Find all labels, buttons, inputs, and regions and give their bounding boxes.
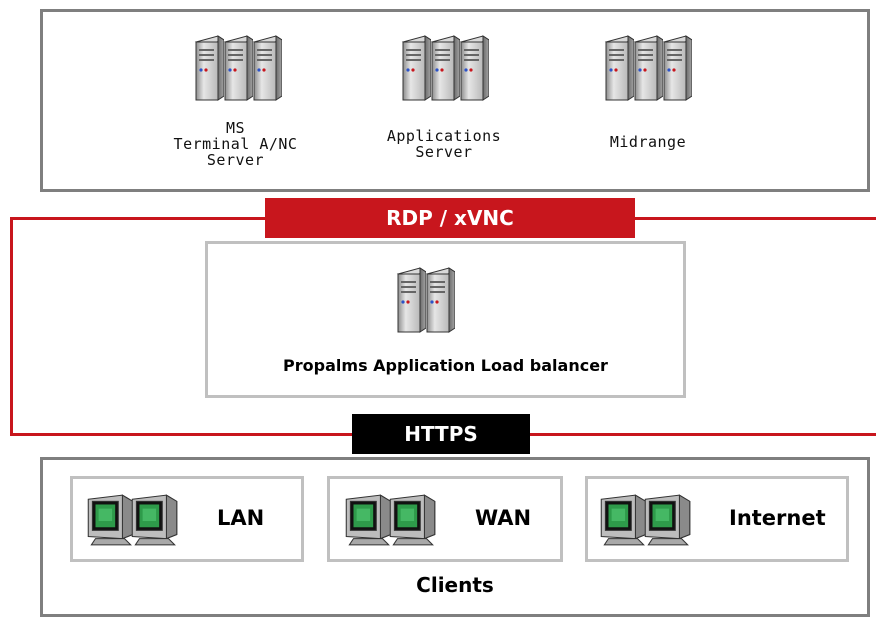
internet-client-box: Internet bbox=[585, 476, 849, 562]
load-balancer-label: Propalms Application Load balancer bbox=[283, 356, 608, 375]
applications-server-icon bbox=[397, 25, 489, 115]
applications-server-label: Applications Server bbox=[386, 127, 502, 161]
ms-terminal-server-label: MS Terminal A/NC Server bbox=[173, 119, 298, 169]
wan-label: WAN bbox=[475, 506, 532, 530]
clients-panel: LAN WAN Internet Clients bbox=[40, 457, 870, 617]
lan-client-box: LAN bbox=[70, 476, 304, 562]
https-band: HTTPS bbox=[352, 414, 530, 454]
midrange-server-label: Midrange bbox=[609, 133, 687, 151]
midrange-server-icon bbox=[600, 25, 692, 115]
rdp-xvnc-band: RDP / xVNC bbox=[265, 198, 635, 238]
ms-terminal-server-icon bbox=[190, 25, 282, 115]
desktop-computer-icon bbox=[343, 491, 443, 551]
desktop-computer-icon bbox=[598, 491, 698, 551]
wan-client-box: WAN bbox=[327, 476, 563, 562]
servers-panel: MS Terminal A/NC Server Applications Ser… bbox=[40, 9, 870, 192]
desktop-computer-icon bbox=[85, 491, 185, 551]
internet-label: Internet bbox=[729, 506, 826, 530]
lan-label: LAN bbox=[217, 506, 265, 530]
load-balancer-server-icon bbox=[392, 257, 456, 347]
load-balancer-box: Propalms Application Load balancer bbox=[205, 241, 686, 398]
clients-label: Clients bbox=[416, 573, 494, 597]
